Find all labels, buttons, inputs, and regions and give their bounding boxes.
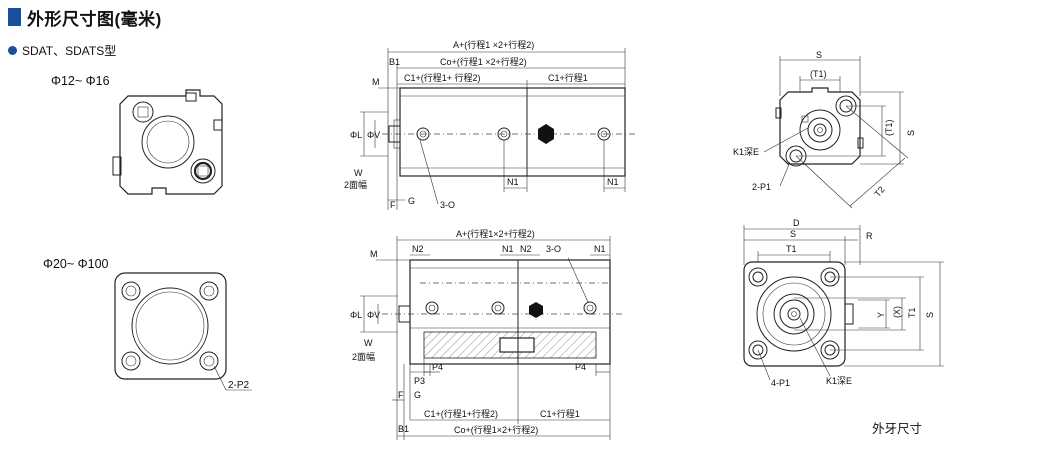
bs-n1a-dim: N1 [502, 244, 514, 254]
bf-t1-dim: T1 [786, 244, 797, 254]
section-header: 外形尺寸图(毫米) [8, 6, 162, 29]
bs-p4b-dim: P4 [575, 362, 586, 372]
small-bore-end-view [112, 89, 223, 195]
tf-sv-dim: S [906, 130, 916, 136]
bs-p3-dim: P3 [414, 376, 425, 386]
bs-c1a-dim: C1+(行程1+行程2) [424, 408, 498, 419]
bf-x-dim: (X) [892, 306, 902, 318]
top-side-view [360, 48, 635, 210]
top-phiv-dim: ΦV [367, 130, 380, 140]
tf-k1-label: K1深E [733, 147, 759, 157]
bottom-front-view [743, 225, 944, 381]
header-marker-icon [8, 8, 21, 26]
tf-t1-dim: (T1) [810, 69, 827, 79]
bs-b1-dim: B1 [398, 424, 409, 434]
bs-faces-dim: 2面幅 [352, 351, 375, 362]
bs-phil-dim: ΦL [350, 310, 362, 320]
bottom-side-view [360, 236, 625, 440]
large-bore-end-view [114, 272, 252, 391]
bs-a-dim: A+(行程1×2+行程2) [456, 228, 535, 239]
bs-f-dim: F [398, 390, 404, 400]
bullet-icon [8, 46, 17, 55]
bs-p4a-dim: P4 [432, 362, 443, 372]
series-text: SDAT、SDATS型 [22, 44, 117, 58]
bf-d-dim: D [793, 218, 800, 228]
top-o-label: 3-O [440, 200, 455, 210]
p2-label: 2-P2 [228, 380, 250, 391]
top-m-dim: M [372, 77, 380, 87]
small-bore-label: Φ12~ Φ16 [51, 74, 110, 88]
top-faces-dim: 2面幅 [344, 179, 367, 190]
section-title: 外形尺寸图(毫米) [27, 9, 162, 29]
bs-o-label: 3-O [546, 244, 561, 254]
top-phil-dim: ΦL [350, 130, 362, 140]
top-a-dim: A+(行程1 ×2+行程2) [453, 39, 534, 50]
bs-w-dim: W [364, 338, 373, 348]
top-b1-dim: B1 [389, 57, 400, 67]
top-n1b-dim: N1 [607, 177, 619, 187]
top-c1a-dim: C1+(行程1+ 行程2) [404, 72, 481, 83]
bs-phiv-dim: ΦV [367, 310, 380, 320]
bf-s-dim: S [790, 229, 796, 239]
top-w-dim: W [354, 168, 363, 178]
bs-g-dim: G [414, 390, 421, 400]
bf-sv-dim: S [925, 312, 935, 318]
bf-k1-label: K1深E [826, 376, 852, 386]
bs-co-dim: Co+(行程1×2+行程2) [454, 424, 538, 435]
top-g-dim: G [408, 196, 415, 206]
top-front-view [763, 56, 909, 209]
bf-r-dim: R [866, 231, 873, 241]
series-label: SDAT、SDATS型 [8, 42, 116, 59]
ext-thread-label: 外牙尺寸 [872, 422, 923, 436]
large-bore-label: Φ20~ Φ100 [43, 257, 109, 271]
top-f-dim: F [390, 200, 396, 210]
bs-n1b-dim: N1 [594, 244, 606, 254]
bs-n2a-dim: N2 [412, 244, 424, 254]
bs-m-dim: M [370, 249, 378, 259]
tf-s-dim: S [816, 50, 822, 60]
top-n1a-dim: N1 [507, 177, 519, 187]
bs-n2b-dim: N2 [520, 244, 532, 254]
tf-t2-dim: T2 [872, 184, 886, 198]
bf-p1-label: 4-P1 [771, 378, 790, 388]
bf-y-dim: Y [876, 312, 886, 318]
bs-c1b-dim: C1+行程1 [540, 408, 580, 419]
tf-t1v-dim: (T1) [884, 120, 894, 137]
top-co-dim: Co+(行程1 ×2+行程2) [440, 56, 527, 67]
bf-t1v-dim: T1 [907, 307, 917, 318]
tf-p1-label: 2-P1 [752, 182, 771, 192]
top-c1b-dim: C1+行程1 [548, 72, 588, 83]
